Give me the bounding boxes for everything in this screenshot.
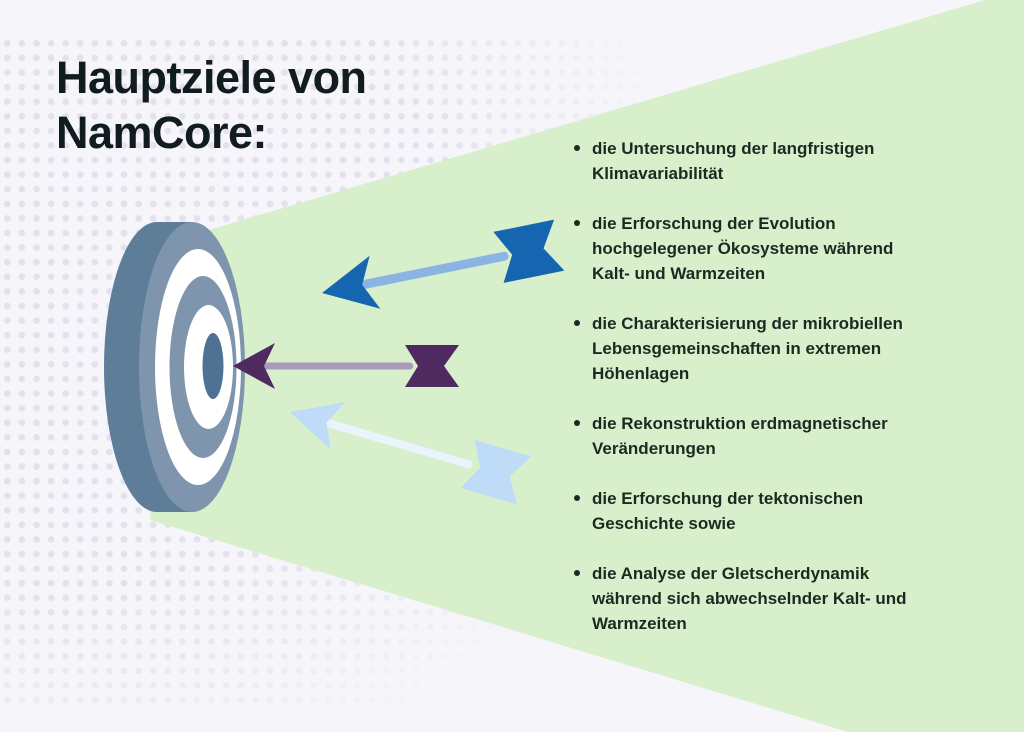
bullet-marker — [574, 495, 580, 501]
arrow-icon-blue — [322, 219, 565, 309]
list-item: die Untersuchung der langfristigen Klima… — [574, 136, 930, 186]
page-title: Hauptziele von NamCore: — [56, 50, 367, 160]
bullet-text: die Charakterisierung der mikrobiellen L… — [592, 314, 903, 383]
list-item: die Erforschung der Evolution hochgelege… — [574, 211, 930, 286]
page-title-line-1: Hauptziele von — [56, 52, 367, 103]
bullet-list: die Untersuchung der langfristigen Klima… — [574, 136, 930, 661]
bullet-marker — [574, 320, 580, 326]
beam-shape — [150, 0, 1024, 732]
bullet-text: die Rekonstruktion erdmagnetischer Verän… — [592, 414, 888, 458]
page-title-line-2: NamCore: — [56, 107, 268, 158]
list-item: die Erforschung der tektonischen Geschic… — [574, 486, 930, 536]
bullet-marker — [574, 220, 580, 226]
bullet-marker — [574, 145, 580, 151]
arrow-icon-purple — [233, 343, 459, 389]
bullet-text: die Erforschung der Evolution hochgelege… — [592, 214, 894, 283]
arrow-icon-lightblue — [290, 402, 532, 505]
list-item: die Analyse der Gletscherdynamik während… — [574, 561, 930, 636]
bullet-marker — [574, 570, 580, 576]
list-item: die Rekonstruktion erdmagnetischer Verän… — [574, 411, 930, 461]
list-item: die Charakterisierung der mikrobiellen L… — [574, 311, 930, 386]
bullet-text: die Untersuchung der langfristigen Klima… — [592, 139, 875, 183]
bullet-text: die Erforschung der tektonischen Geschic… — [592, 489, 864, 533]
bullet-text: die Analyse der Gletscherdynamik während… — [592, 564, 907, 633]
bullseye-target-icon — [104, 222, 245, 512]
bullet-marker — [574, 420, 580, 426]
